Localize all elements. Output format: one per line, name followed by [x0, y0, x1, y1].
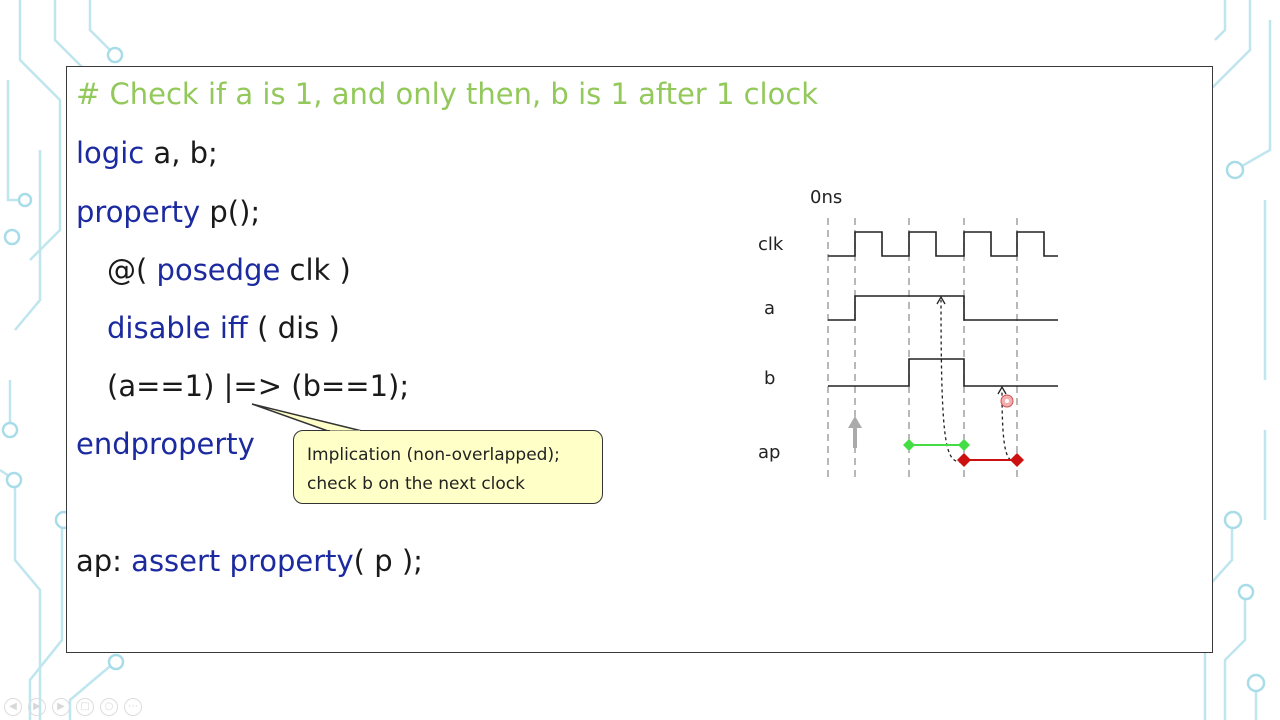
signal-label-b: b [764, 368, 775, 389]
code-line-endproperty: endproperty [76, 427, 255, 461]
prev-icon[interactable]: ◀ [4, 698, 22, 716]
callout-line-2: check b on the next clock [307, 474, 525, 494]
more-icon[interactable]: ⋯ [124, 698, 142, 716]
zoom-icon[interactable]: ○ [100, 698, 118, 716]
code-line-clock: @( posedge clk ) [107, 256, 351, 285]
b-waveform [828, 358, 1058, 387]
slideshow-controls: ◀ ▶ ▶ □ ○ ⋯ [4, 698, 142, 716]
code-text: ( p ); [353, 544, 423, 578]
code-text: a, b; [144, 136, 218, 170]
signal-label-a: a [764, 298, 775, 319]
code-line-disable: disable iff ( dis ) [107, 314, 340, 343]
keyword-posedge: posedge [156, 253, 281, 287]
next-icon[interactable]: ▶ [52, 698, 70, 716]
waveform-diagram: 0ns clk a b ap [758, 187, 1058, 480]
code-line-implication: (a==1) |=> (b==1); [107, 369, 410, 403]
code-line-assert: ap: assert property( p ); [76, 547, 423, 576]
callout-pointer-cover [330, 430, 360, 433]
code-comment: # Check if a is 1, and only then, b is 1… [76, 77, 819, 111]
code-text: p(); [200, 195, 261, 229]
code-text: ap: [76, 544, 132, 578]
keyword-property: property [76, 195, 201, 229]
ap-pass-bar [903, 439, 970, 451]
slide-frame [66, 66, 1213, 653]
clk-waveform [828, 231, 1058, 257]
ap-fail-bar [957, 453, 1024, 467]
signal-label-ap: ap [758, 442, 780, 463]
sample-arrow-icon [848, 416, 862, 448]
keyword-disable-iff: disable iff [107, 311, 248, 345]
signal-label-clk: clk [758, 234, 784, 255]
code-line-property: property p(); [76, 198, 260, 227]
code-text: @( [107, 253, 157, 287]
code-line-logic: logic a, b; [76, 139, 218, 168]
time-label: 0ns [810, 187, 842, 208]
code-text: ( dis ) [247, 311, 340, 345]
keyword-assert-property: assert property [131, 544, 354, 578]
implication-callout: Implication (non-overlapped); check b on… [293, 430, 603, 504]
evaluation-arrows [940, 299, 1017, 463]
callout-line-1: Implication (non-overlapped); [307, 445, 560, 465]
a-waveform [828, 295, 1058, 321]
play-icon[interactable]: ▶ [28, 698, 46, 716]
code-text: clk ) [280, 253, 351, 287]
copy-icon[interactable]: □ [76, 698, 94, 716]
keyword-logic: logic [76, 136, 145, 170]
